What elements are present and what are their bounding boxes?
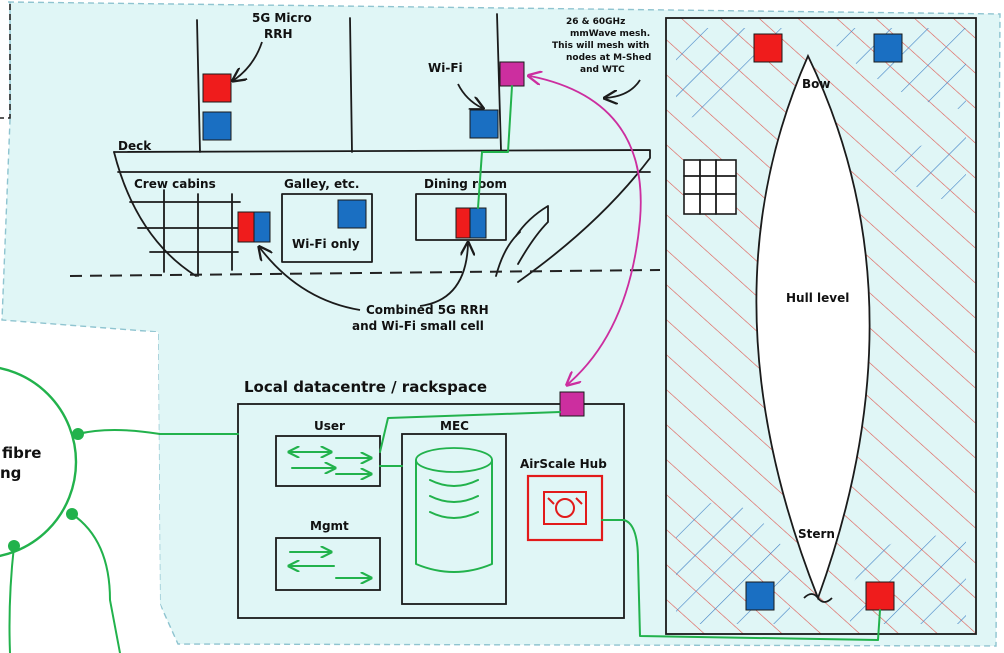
- dining-rrh-red: [455, 207, 471, 239]
- mmwave-note-line1: 26 & 60GHz: [566, 17, 625, 27]
- mec-server-cylinder: [415, 447, 493, 573]
- hull-wifi-bow-node: [873, 33, 903, 63]
- deck-label: Deck: [118, 139, 152, 153]
- airscale-hub-label: AirScale Hub: [520, 457, 607, 471]
- mmwave-note-line5: and WTC: [580, 65, 625, 75]
- mec-label: MEC: [440, 419, 469, 433]
- micro-rrh-arrow: [234, 41, 263, 80]
- mmwave-note-line2: mmWave mesh.: [570, 29, 650, 39]
- micro-rrh-label-line2: RRH: [264, 27, 293, 41]
- fibre-ring-panel: [0, 330, 176, 653]
- mast-fibre-link: [477, 85, 513, 209]
- micro-rrh-label-line1: 5G Micro: [252, 11, 312, 25]
- wifi-label: Wi-Fi: [428, 61, 463, 75]
- combined-label-line2: and Wi-Fi small cell: [352, 319, 484, 333]
- datacentre-mmwave-node: [559, 391, 585, 417]
- hull-rrh-bow-node: [753, 33, 783, 63]
- galley-wifi-node: [337, 199, 367, 229]
- fibre-ring: [0, 366, 78, 558]
- airscale-hub-box: [526, 474, 604, 542]
- galley-label: Galley, etc.: [284, 177, 360, 191]
- fibre-ring-label-line1: fibre: [2, 444, 41, 462]
- mmwave-mast-node: [499, 61, 525, 87]
- ring-down-link-1: [71, 513, 121, 653]
- micro-rrh-blue-node: [202, 111, 232, 141]
- hull-plan-view: [665, 17, 977, 635]
- bow-label: Bow: [802, 77, 830, 91]
- airscale-to-hull-link: [601, 519, 881, 641]
- crew-cabins-label: Crew cabins: [134, 177, 216, 191]
- airscale-hub-icon: [543, 491, 587, 525]
- ring-down-link-2: [8, 545, 15, 653]
- datacentre-box: [237, 403, 625, 619]
- mmwave-note-arrow: [606, 79, 641, 98]
- datacentre-label: Local datacentre / rackspace: [244, 378, 487, 396]
- combined-arrow-right: [419, 244, 468, 307]
- mgmt-switch-box: [275, 537, 381, 591]
- mmwave-note-line3: This will mesh with: [552, 41, 649, 51]
- hull-wifi-stern-node: [745, 581, 775, 611]
- hull-level-label: Hull level: [786, 291, 849, 305]
- stern-label: Stern: [798, 527, 835, 541]
- combined-label-line1: Combined 5G RRH: [366, 303, 489, 317]
- wifi-only-label: Wi-Fi only: [292, 237, 360, 251]
- mmwave-note-line4: nodes at M-Shed: [566, 53, 651, 63]
- mec-box: [401, 433, 507, 605]
- crew-wifi-blue: [253, 211, 271, 243]
- hull-rrh-stern-node: [865, 581, 895, 611]
- micro-rrh-red-node: [202, 73, 232, 103]
- mmwave-mesh-link: [530, 76, 642, 384]
- user-to-mmwave-link: [379, 411, 561, 453]
- fibre-ring-label-line2: ng: [0, 464, 21, 482]
- wifi-arrow: [457, 83, 482, 108]
- combined-arrow-left: [260, 248, 361, 311]
- mast-wifi-node: [469, 109, 499, 139]
- user-label: User: [314, 419, 345, 433]
- legend-bracket: [0, 4, 11, 119]
- dining-room-label: Dining room: [424, 177, 507, 191]
- mgmt-label: Mgmt: [310, 519, 349, 533]
- crew-rrh-red: [237, 211, 255, 243]
- ring-to-datacentre-link: [77, 429, 239, 435]
- user-switch-box: [275, 435, 381, 487]
- dining-wifi-blue: [469, 207, 487, 239]
